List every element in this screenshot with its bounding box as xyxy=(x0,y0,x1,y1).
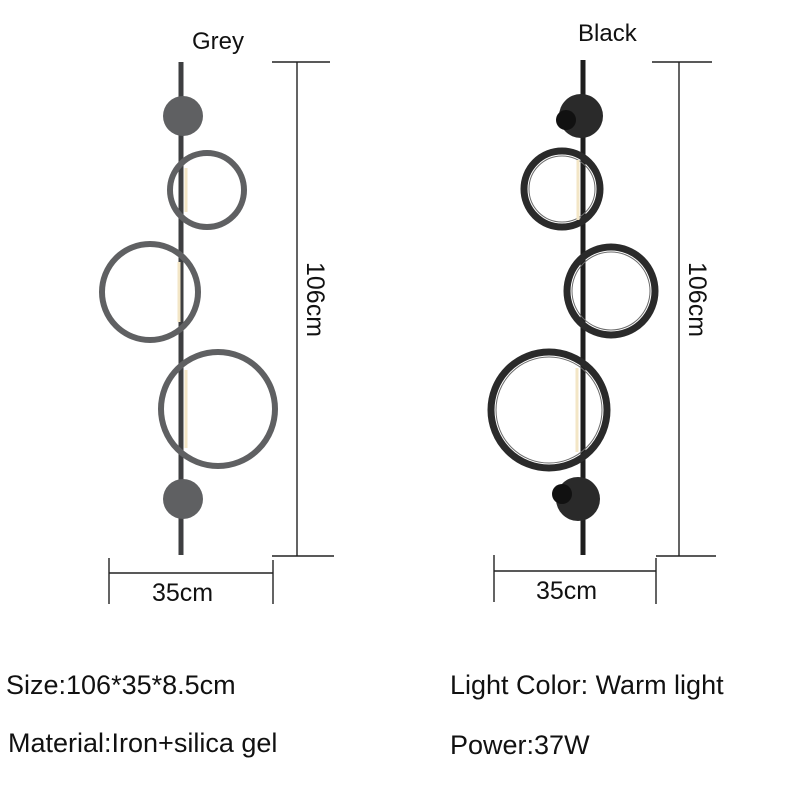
black-lamp-ring-medium xyxy=(563,243,659,339)
grey-lamp xyxy=(99,62,278,555)
grey-width-label: 35cm xyxy=(152,579,214,607)
black-lamp-mount-top xyxy=(556,94,603,138)
black-height-label: 106cm xyxy=(683,262,711,338)
black-width-label: 35cm xyxy=(536,577,598,605)
grey-height-dimension xyxy=(272,61,334,557)
grey-width-dimension xyxy=(108,558,274,604)
black-lamp-ring-small xyxy=(520,147,604,231)
spec-light-color: Light Color: Warm light xyxy=(450,670,724,700)
black-width-dimension xyxy=(493,555,657,604)
spec-size: Size:106*35*8.5cm xyxy=(6,670,236,700)
grey-lamp-mount-bottom xyxy=(163,479,203,519)
black-lamp-ring-large xyxy=(487,348,611,472)
black-lamp xyxy=(487,60,659,555)
black-lamp-mount-bottom xyxy=(552,477,600,521)
grey-height-label: 106cm xyxy=(301,262,329,338)
spec-material: Material:Iron+silica gel xyxy=(8,728,278,758)
grey-lamp-ring-small xyxy=(167,150,247,230)
grey-variant-label: Grey xyxy=(192,28,245,55)
grey-lamp-ring-large xyxy=(158,349,278,469)
grey-lamp-ring-medium xyxy=(99,241,201,343)
spec-power: Power:37W xyxy=(450,730,590,760)
grey-lamp-mount-top xyxy=(163,96,203,136)
black-height-dimension xyxy=(652,61,716,557)
black-variant-label: Black xyxy=(578,20,637,47)
